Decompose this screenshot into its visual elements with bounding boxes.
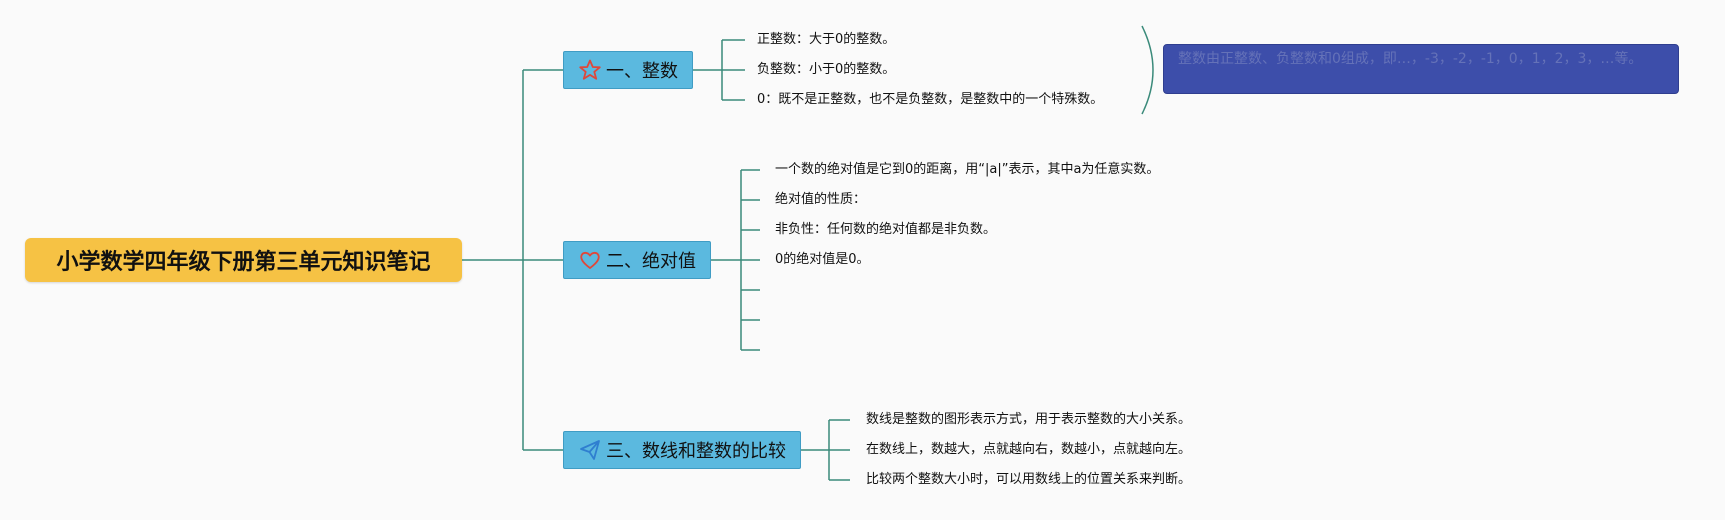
leaf-number-line-compare: 比较两个整数大小时，可以用数线上的位置关系来判断。 bbox=[866, 472, 1192, 487]
leaf-number-line-direction: 在数线上，数越大，点就越向右，数越小，点就越向左。 bbox=[866, 442, 1192, 457]
root-node[interactable]: 小学数学四年级下册第三单元知识笔记 bbox=[25, 238, 462, 282]
topic-label: 一、整数 bbox=[606, 61, 678, 82]
leaf-number-line-definition: 数线是整数的图形表示方式，用于表示整数的大小关系。 bbox=[866, 412, 1192, 427]
topic-number-line[interactable]: 三、数线和整数的比较 bbox=[563, 431, 801, 469]
heart-icon bbox=[578, 248, 602, 272]
send-icon bbox=[578, 438, 602, 462]
topic3-branch bbox=[801, 419, 850, 481]
callout-text: 整数由正整数、负整数和0组成，即…，-3，-2，-1，0，1，2，3，…等。 bbox=[1178, 51, 1643, 67]
leaf-zero: 0：既不是正整数，也不是负整数，是整数中的一个特殊数。 bbox=[757, 92, 1104, 107]
leaf-non-negativity: 非负性：任何数的绝对值都是非负数。 bbox=[775, 222, 997, 237]
topic2-branch bbox=[711, 169, 760, 351]
topic-integers[interactable]: 一、整数 bbox=[563, 51, 693, 89]
topic-label: 二、绝对值 bbox=[606, 251, 696, 272]
summary-callout[interactable]: 整数由正整数、负整数和0组成，即…，-3，-2，-1，0，1，2，3，…等。 bbox=[1163, 44, 1679, 94]
summary-bracket bbox=[1141, 25, 1154, 115]
leaf-negative-integer: 负整数：小于0的整数。 bbox=[757, 62, 896, 77]
root-title: 小学数学四年级下册第三单元知识笔记 bbox=[56, 250, 431, 275]
leaf-absolute-properties: 绝对值的性质： bbox=[775, 192, 867, 207]
leaf-positive-integer: 正整数：大于0的整数。 bbox=[757, 32, 896, 47]
leaf-zero-absolute: 0的绝对值是0。 bbox=[775, 252, 870, 267]
topic1-branch bbox=[693, 39, 745, 101]
topic-label: 三、数线和整数的比较 bbox=[606, 441, 786, 462]
star-icon bbox=[578, 58, 602, 82]
leaf-absolute-definition: 一个数的绝对值是它到0的距离，用“|a|”表示，其中a为任意实数。 bbox=[775, 162, 1160, 177]
topic-absolute-value[interactable]: 二、绝对值 bbox=[563, 241, 711, 279]
